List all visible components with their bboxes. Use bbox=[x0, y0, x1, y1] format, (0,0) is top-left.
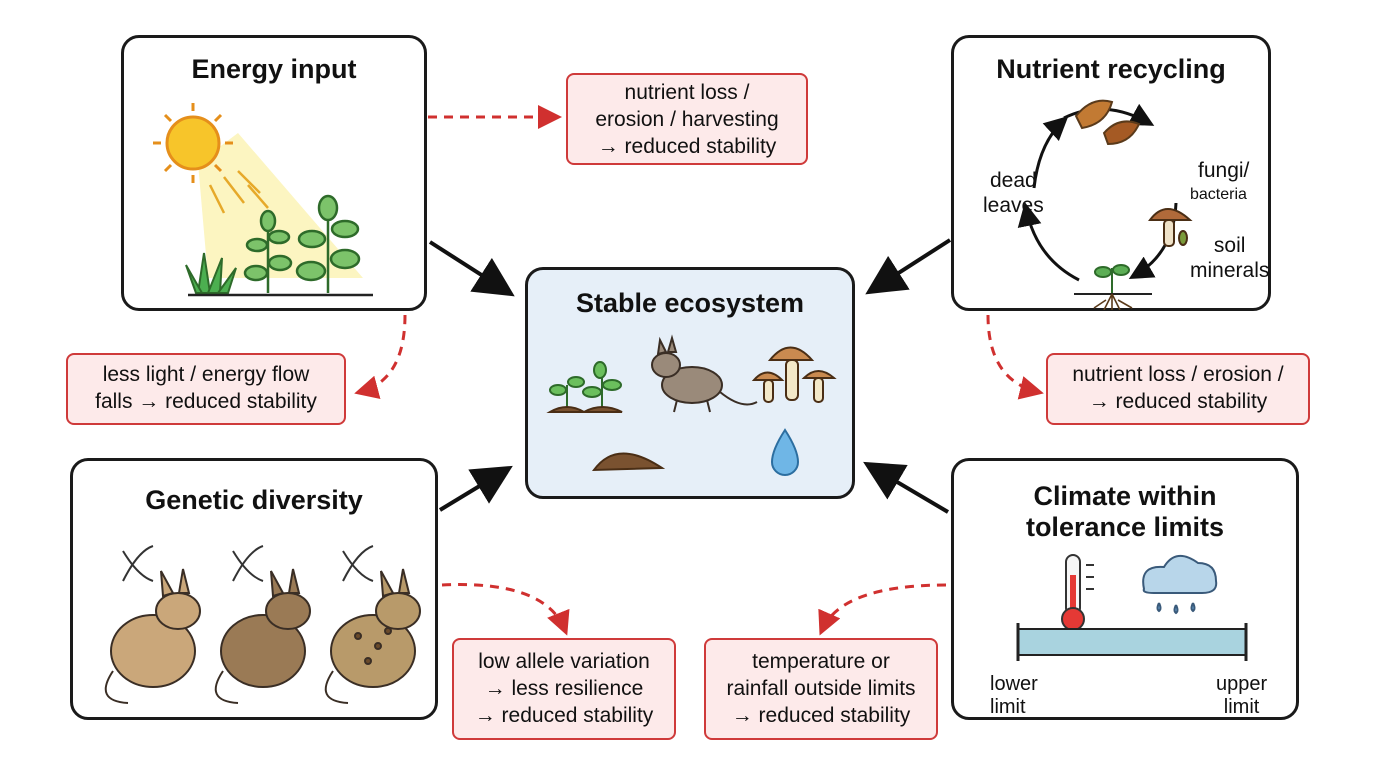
label-fungi: fungi/ bbox=[1198, 159, 1250, 182]
thermometer-icon bbox=[1061, 554, 1094, 631]
climate-title: Climate within tolerance limits bbox=[1025, 481, 1225, 542]
dashed-arrow-energy-below bbox=[354, 314, 407, 399]
water-drop-icon bbox=[770, 428, 800, 476]
plant-icon bbox=[243, 209, 293, 293]
animal-variant-icon bbox=[214, 568, 311, 704]
note-genetic: low allele variation → less resilience →… bbox=[452, 638, 676, 740]
grass-icon bbox=[185, 252, 237, 294]
genetic-diversity-card: Genetic diversity bbox=[70, 458, 438, 720]
energy-input-card: Energy input bbox=[121, 35, 427, 311]
note-energy-right: nutrient loss / erosion / harvesting → r… bbox=[566, 73, 808, 165]
rain-cloud-icon bbox=[1142, 555, 1218, 615]
label-bacteria: bacteria bbox=[1190, 186, 1247, 203]
seedling-roots-icon bbox=[1074, 264, 1152, 310]
dashed-arrow-climate-left bbox=[818, 583, 947, 636]
sun-plants-illustration bbox=[153, 103, 373, 297]
small-mammal-icon bbox=[651, 334, 758, 413]
arrow-climate-to-center bbox=[863, 461, 950, 514]
label-lower-limit: lower limit bbox=[990, 673, 1038, 718]
arrow-nutrient-to-center bbox=[865, 238, 952, 295]
soil-pile-icon bbox=[592, 452, 666, 472]
animal-variant-icon bbox=[324, 568, 421, 704]
seedlings-icon bbox=[546, 361, 623, 413]
sun-icon bbox=[153, 103, 233, 183]
energy-input-title: Energy input bbox=[191, 54, 357, 84]
nutrient-recycling-card: Nutrient recycling dead leaves bbox=[951, 35, 1271, 311]
stable-ecosystem-card: Stable ecosystem bbox=[525, 267, 855, 499]
animal-variant-icon bbox=[104, 568, 201, 704]
tolerance-range-bar bbox=[1017, 628, 1247, 656]
note-nutrient-below: nutrient loss / erosion / → reduced stab… bbox=[1046, 353, 1310, 425]
dashed-arrow-genetic-right bbox=[441, 583, 570, 636]
dead-leaves-icon bbox=[1074, 99, 1141, 146]
dashed-arrow-nutrient-below bbox=[986, 314, 1044, 400]
genetic-variants-illustration bbox=[104, 545, 421, 704]
genetic-diversity-title: Genetic diversity bbox=[145, 485, 363, 515]
mushrooms-icon bbox=[751, 346, 837, 403]
nutrient-recycling-title: Nutrient recycling bbox=[996, 54, 1226, 84]
label-upper-limit: upper limit bbox=[1216, 673, 1268, 718]
arrow-genetic-to-center bbox=[438, 465, 513, 512]
mushroom-icon bbox=[1148, 208, 1193, 247]
label-dead-leaves: dead leaves bbox=[983, 169, 1044, 217]
sunlight-rays-icon bbox=[208, 170, 269, 214]
note-energy-below: less light / energy flow falls → reduced… bbox=[66, 353, 346, 425]
stable-ecosystem-title: Stable ecosystem bbox=[575, 288, 805, 318]
plant-icon bbox=[295, 194, 361, 293]
climate-illustration bbox=[1016, 554, 1248, 661]
arrow-energy-to-center bbox=[428, 240, 515, 297]
nutrient-cycle-illustration bbox=[1017, 99, 1193, 310]
note-climate: temperature or rainfall outside limits →… bbox=[704, 638, 938, 740]
climate-card: Climate within tolerance limits lower li… bbox=[951, 458, 1299, 720]
dna-icon bbox=[122, 545, 374, 582]
label-soil-minerals: soil minerals bbox=[1190, 234, 1270, 282]
ecosystem-illustration bbox=[546, 334, 837, 476]
